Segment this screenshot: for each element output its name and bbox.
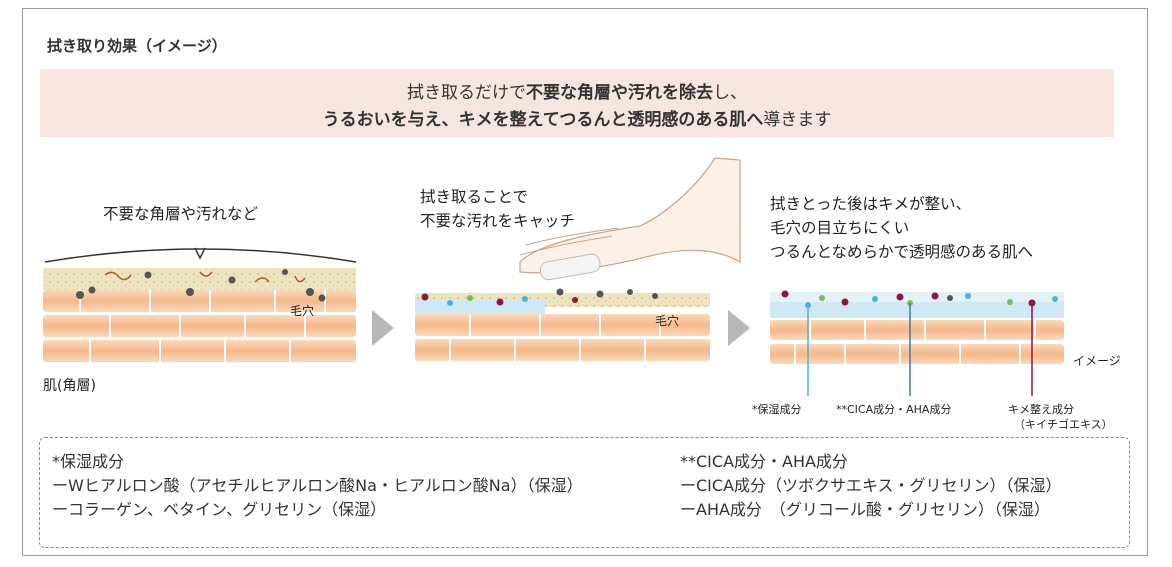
banner-line-1-post: し、 [713, 83, 747, 103]
debris-layer [43, 268, 356, 290]
banner-line-2-post: 導きます [763, 110, 832, 130]
ingredient-notes: *保湿成分 ーWヒアルロン酸（アセチルヒアルロン酸Na・ヒアルロン酸Na）（保湿… [39, 437, 1130, 548]
panel2-skin [415, 157, 741, 361]
panel1-skin [43, 247, 357, 362]
arrow-1 [372, 310, 394, 346]
banner-line-1: 拭き取るだけで不要な角層や汚れを除去し、 [40, 78, 1114, 103]
panel1-caption: 不要な角層や汚れなど [103, 205, 259, 223]
banner-line-2-bold: うるおいを与え、キメを整えてつるんと透明感のある肌へ [322, 110, 764, 130]
image-label: イメージ [1073, 354, 1121, 368]
note-left-2: ーWヒアルロン酸（アセチルヒアルロン酸Na・ヒアルロン酸Na）（保湿） [52, 476, 583, 495]
banner-line-1-bold: 不要な角層や汚れを除去 [526, 83, 713, 103]
kime-ingredient-sublabel: （キイチゴエキス） [1014, 418, 1113, 431]
note-right-3: ーAHA成分 （グリコール酸・グリセリン）（保湿） [680, 500, 1050, 519]
moisture-ingredient-label: *保湿成分 [752, 403, 802, 416]
panel3-caption-3: つるんとなめらかで透明感のある肌へ [770, 243, 1034, 261]
note-right-1: **CICA成分・AHA成分 [680, 452, 848, 471]
figure-title: 拭き取り効果（イメージ） [47, 37, 227, 55]
panel3-caption-2: 毛穴の目立ちにくい [770, 219, 910, 237]
banner-line-1-pre: 拭き取るだけで [407, 83, 526, 103]
note-left-3: ーコラーゲン、ベタイン、グリセリン（保湿） [52, 500, 387, 519]
panel2-pore-label: 毛穴 [655, 314, 680, 328]
panel2-caption-2: 不要な汚れをキャッチ [420, 212, 576, 230]
arrow-2 [728, 310, 750, 346]
banner-line-2: うるおいを与え、キメを整えてつるんと透明感のある肌へ導きます [40, 105, 1114, 130]
panel3-skin [770, 290, 1064, 396]
panel2-caption-1: 拭き取ることで [420, 188, 529, 206]
skin-label: 肌(角層) [43, 378, 96, 394]
brace [44, 248, 357, 263]
note-left-1: *保湿成分 [52, 452, 125, 471]
note-right-2: ーCICA成分（ツボクサエキス・グリセリン）（保湿） [680, 476, 1062, 495]
kime-ingredient-label: キメ整え成分 [1008, 403, 1074, 416]
cell-rows-1 [43, 290, 356, 362]
panel1-pore-label: 毛穴 [290, 304, 315, 318]
cica-aha-label: **CICA成分・AHA成分 [836, 403, 952, 416]
panel3-caption-1: 拭きとった後はキメが整い、 [770, 195, 972, 213]
summary-banner: 拭き取るだけで不要な角層や汚れを除去し、 うるおいを与え、キメを整えてつるんと透… [40, 69, 1114, 137]
